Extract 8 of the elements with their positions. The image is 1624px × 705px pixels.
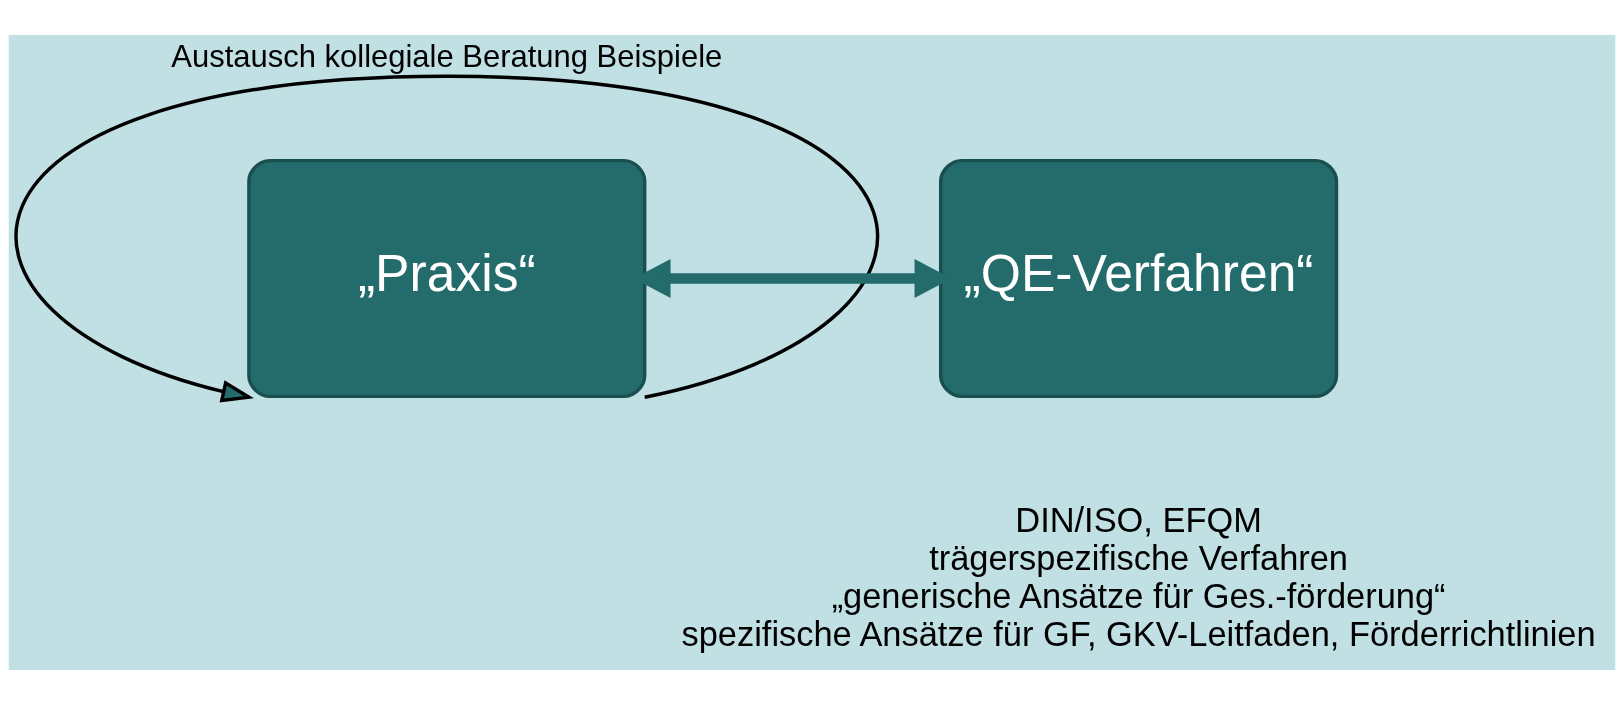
arrow xyxy=(16,74,878,403)
node-box: „QE-Verfahren“ xyxy=(938,158,1339,399)
node-box: „Praxis“ xyxy=(247,158,647,399)
edge-label: Austausch kollegiale Beratung Beispiele xyxy=(171,38,723,74)
node-label: trägerspezifische Verfahren xyxy=(929,539,1349,578)
node-label: „generische Ansätze für Ges.-förderung“ xyxy=(831,577,1446,616)
node-label: spezifische Ansätze für GF, GKV-Leitfaden, Förderrichtlinien xyxy=(681,614,1596,653)
node-label: DIN/ISO, EFQM xyxy=(1015,501,1262,540)
